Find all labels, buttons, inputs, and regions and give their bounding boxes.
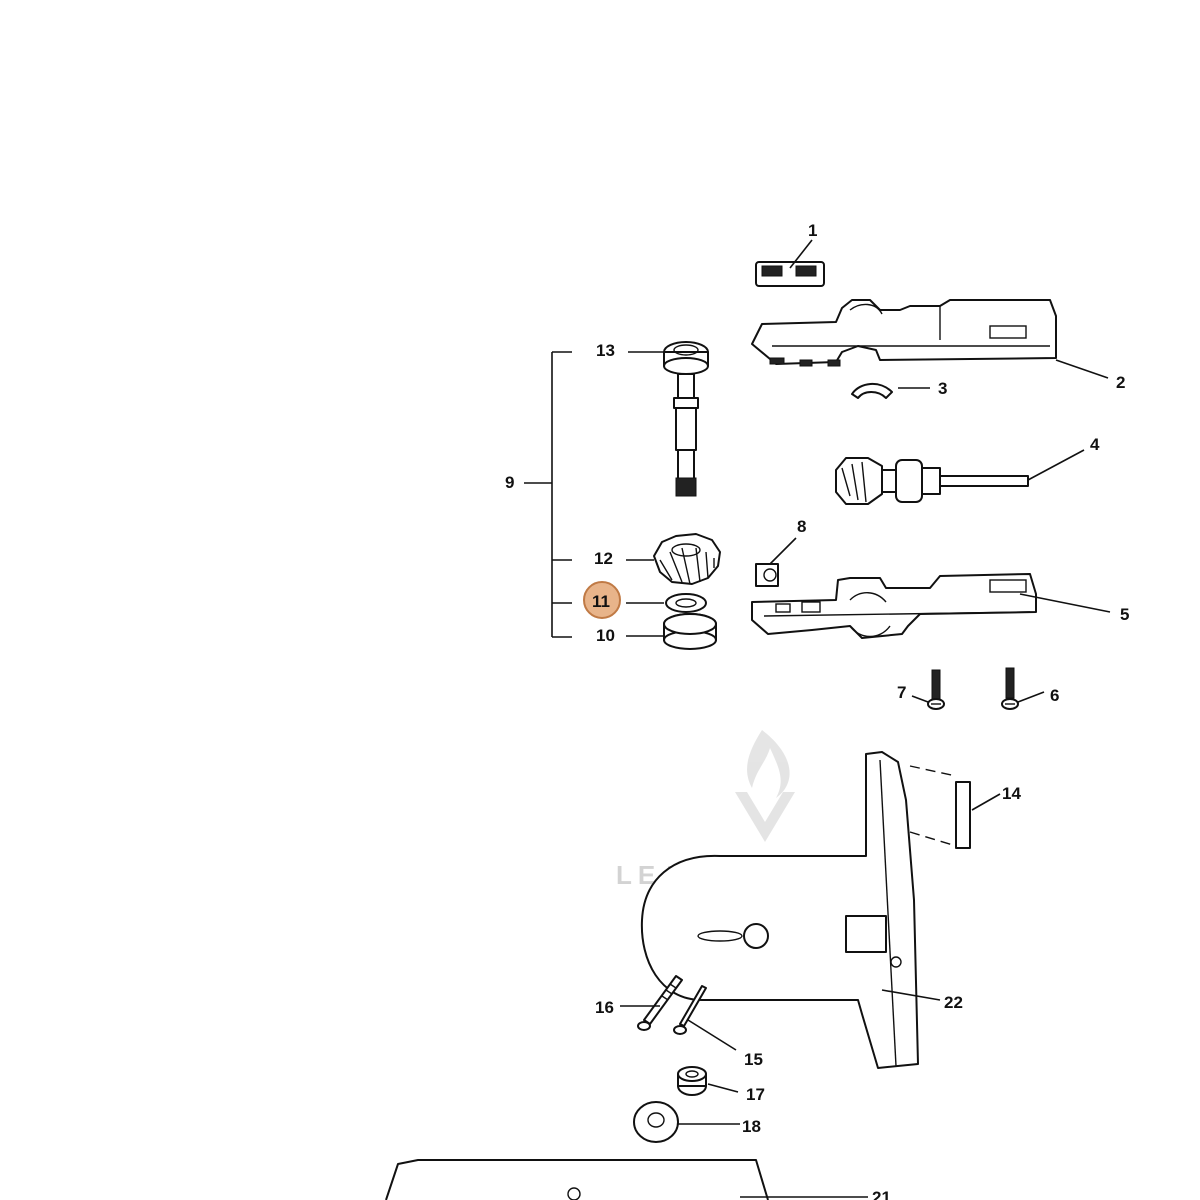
part-13-spindle-shaft[interactable] — [663, 341, 709, 497]
leader-line-2 — [1055, 359, 1109, 379]
part-11-washer[interactable] — [665, 593, 707, 613]
leader-line-6 — [1017, 691, 1045, 703]
leader-line-5 — [1019, 593, 1111, 613]
part-12-bevel-gear[interactable] — [653, 533, 721, 585]
part-5-lower-housing[interactable] — [751, 573, 1037, 639]
part-7-screw[interactable] — [927, 669, 945, 710]
callout-11-highlight[interactable]: 11 — [583, 581, 621, 619]
callout-5[interactable]: 5 — [1120, 605, 1129, 624]
callout-17[interactable]: 17 — [746, 1085, 765, 1104]
callout-1[interactable]: 1 — [808, 221, 817, 240]
part-1-clip[interactable] — [755, 261, 825, 287]
callout-22[interactable]: 22 — [944, 993, 963, 1012]
part-10-bearing[interactable] — [663, 613, 717, 650]
part-14-strip[interactable] — [909, 765, 971, 849]
flame-chevron-logo-icon — [735, 730, 795, 842]
callout-15[interactable]: 15 — [744, 1050, 763, 1069]
callout-11[interactable]: 11 — [592, 592, 610, 611]
callout-16[interactable]: 16 — [595, 998, 614, 1017]
part-15-screw[interactable] — [673, 985, 707, 1035]
callout-7[interactable]: 7 — [897, 683, 906, 702]
callout-18[interactable]: 18 — [742, 1117, 761, 1136]
part-2-upper-housing[interactable] — [751, 299, 1057, 367]
part-18-washer[interactable] — [633, 1101, 679, 1143]
callout-3[interactable]: 3 — [938, 379, 947, 398]
callout-12[interactable]: 12 — [594, 549, 613, 568]
part-22-blade-guard[interactable] — [640, 751, 919, 1069]
callout-10[interactable]: 10 — [596, 626, 615, 645]
leader-line-4 — [1027, 449, 1085, 481]
callout-21[interactable]: 21 — [872, 1188, 891, 1200]
leader-line-22 — [881, 989, 941, 1001]
part-21-bar[interactable] — [385, 1159, 769, 1200]
callout-2[interactable]: 2 — [1116, 373, 1125, 392]
group-9-bracket — [524, 351, 572, 638]
leader-line-7 — [911, 695, 929, 703]
leader-line-14 — [971, 793, 1001, 811]
callout-4[interactable]: 4 — [1090, 435, 1100, 454]
leader-line-15 — [687, 1019, 737, 1051]
callout-8[interactable]: 8 — [797, 517, 806, 536]
callout-14[interactable]: 14 — [1002, 784, 1021, 803]
callout-13[interactable]: 13 — [596, 341, 615, 360]
callout-9[interactable]: 9 — [505, 473, 514, 492]
part-16-screw[interactable] — [637, 975, 683, 1031]
leader-line-17 — [707, 1083, 739, 1093]
leader-line-1 — [789, 239, 813, 269]
part-3-arc-clip[interactable] — [851, 383, 893, 399]
callout-6[interactable]: 6 — [1050, 686, 1059, 705]
part-8-nut[interactable] — [755, 563, 779, 587]
part-4-pinion-shaft[interactable] — [835, 457, 1029, 505]
part-17-nut[interactable] — [677, 1066, 707, 1096]
part-6-screw[interactable] — [1001, 667, 1019, 710]
leader-line-8 — [769, 537, 797, 565]
